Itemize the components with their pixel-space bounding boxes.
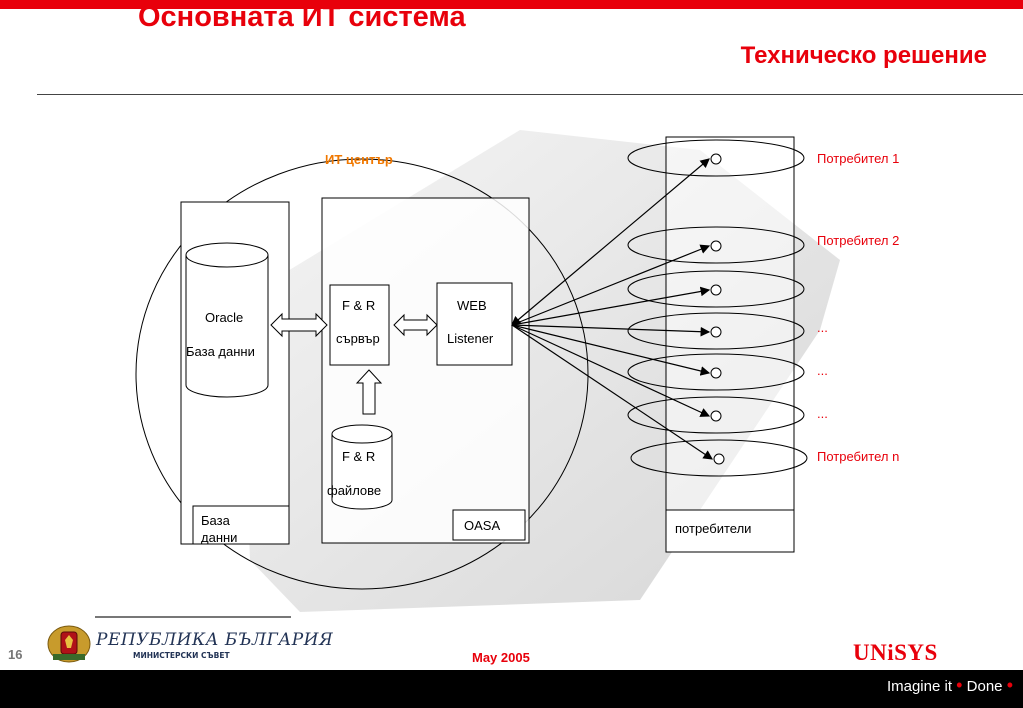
user-node-2: [710, 240, 722, 252]
user-label-3: ...: [817, 320, 828, 335]
web-listener-box: [436, 282, 513, 366]
fr-server-sub-label: сървър: [336, 331, 380, 346]
files-to-server-arrow: [355, 369, 383, 415]
fr-server-label: F & R: [342, 298, 375, 313]
user-ellipse-5: [627, 353, 805, 391]
user-node-5: [710, 367, 722, 379]
user-label-2: Потребител 2: [817, 233, 899, 248]
footer-divider: [95, 616, 291, 618]
user-label-5: ...: [817, 406, 828, 421]
user-label-4: ...: [817, 363, 828, 378]
oasa-label: OASA: [464, 518, 500, 533]
tagline-dot-2: •: [1006, 675, 1013, 695]
user-node-3: [710, 284, 722, 296]
user-ellipse-1: [627, 139, 805, 177]
oasa-box: [452, 509, 526, 541]
it-center-label: ИТ център: [325, 152, 393, 167]
database-box-label-line1: База: [201, 513, 231, 528]
users-label-frame: [665, 509, 795, 553]
page-number: 16: [8, 647, 23, 662]
fr-files-sub-label: файлове: [327, 483, 381, 498]
tagline-done: Done: [966, 678, 1003, 695]
fr-files-label: F & R: [342, 449, 375, 464]
fr-server-box: [329, 284, 390, 366]
oracle-db-label: База данни: [186, 344, 255, 359]
bottom-bar: [0, 670, 1023, 708]
user-ellipse-6: [627, 396, 805, 434]
web-label: WEB: [457, 298, 487, 313]
top-accent-bar: [0, 0, 1023, 9]
connection-arrow-2: [511, 244, 711, 326]
database-box-label-line2: данни: [201, 530, 237, 545]
it-center-circle: [135, 158, 589, 590]
db-server-double-arrow: [270, 312, 328, 338]
user-label-6: Потребител n: [817, 449, 899, 464]
coat-of-arms-icon: [47, 625, 91, 663]
republic-title: РЕПУБЛИКА БЪЛГАРИЯ: [96, 630, 334, 650]
tagline: Imagine it • Done •: [887, 675, 1013, 696]
connection-arrow-4: [511, 324, 711, 337]
connection-arrow-7: [511, 324, 713, 460]
listener-label: Listener: [447, 331, 494, 346]
user-node-4: [710, 326, 722, 338]
database-box-label-frame: [192, 505, 290, 545]
oracle-db-cylinder: [185, 242, 269, 398]
page-subtitle: Техническо решение: [740, 42, 987, 69]
connection-arrow-3: [511, 286, 711, 326]
user-node-1: [710, 153, 722, 165]
connection-arrow-1: [511, 158, 710, 326]
council-subtitle: МИНИСТЕРСКИ СЪВЕТ: [133, 651, 230, 660]
connection-arrow-5: [511, 324, 711, 376]
user-ellipse-7: [630, 439, 808, 477]
user-node-7: [713, 453, 725, 465]
oracle-label: Oracle: [205, 310, 243, 325]
header-divider: [37, 94, 1023, 95]
fr-files-cylinder: [331, 424, 393, 510]
footer-date: May 2005: [472, 650, 530, 665]
tagline-imagine: Imagine it: [886, 678, 952, 695]
users-label: потребители: [675, 521, 751, 536]
tagline-dot-1: •: [956, 675, 963, 695]
user-node-6: [710, 410, 722, 422]
connection-arrow-6: [511, 324, 711, 417]
page-title: Основната ИТ система: [138, 1, 466, 33]
unisys-logo: UNiSYS: [853, 640, 938, 665]
user-label-1: Потребител 1: [817, 151, 899, 166]
connection-arrows: [511, 158, 713, 460]
user-ellipse-4: [627, 312, 805, 350]
